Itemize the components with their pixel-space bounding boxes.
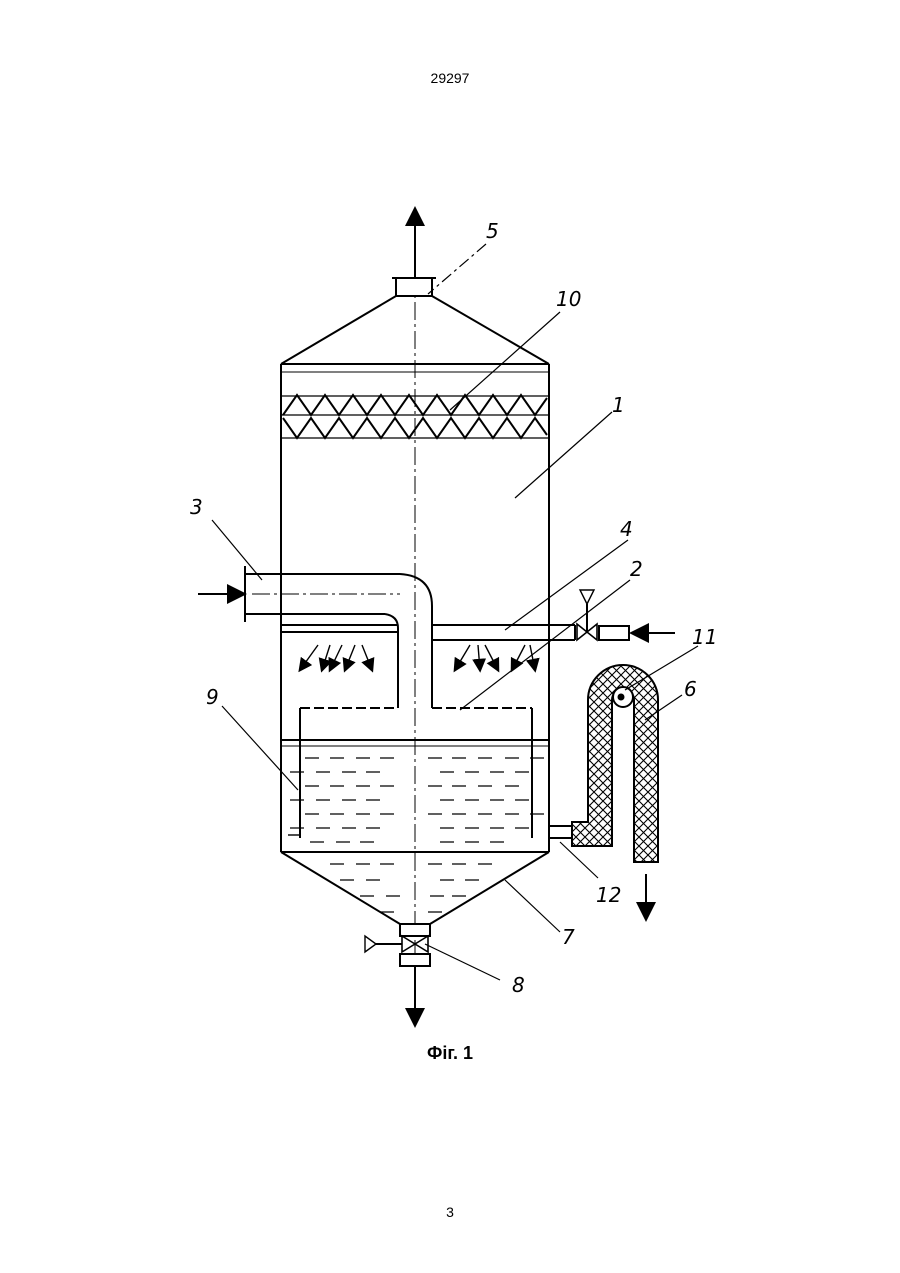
label-3: 3 [190,495,203,519]
page-number: 3 [0,1204,900,1220]
label-1: 1 [612,393,625,417]
top-nozzle [396,278,432,296]
label-12: 12 [596,883,621,907]
label-11: 11 [692,625,717,649]
label-8: 8 [512,973,525,997]
label-2: 2 [630,557,643,581]
label-7: 7 [562,925,575,949]
label-10: 10 [556,287,581,311]
leader-lines [212,244,698,980]
bubbling-bell [288,708,532,838]
label-6: 6 [684,677,697,701]
spray-pipe [281,590,675,670]
label-9: 9 [206,685,219,709]
drain-valve [365,936,430,1024]
gas-inlet-pipe [198,566,432,708]
conical-top [281,296,396,364]
overflow-nozzle [549,826,572,838]
label-5: 5 [486,219,499,243]
label-4: 4 [620,517,633,541]
figure-caption: Фіг. 1 [0,1043,900,1064]
